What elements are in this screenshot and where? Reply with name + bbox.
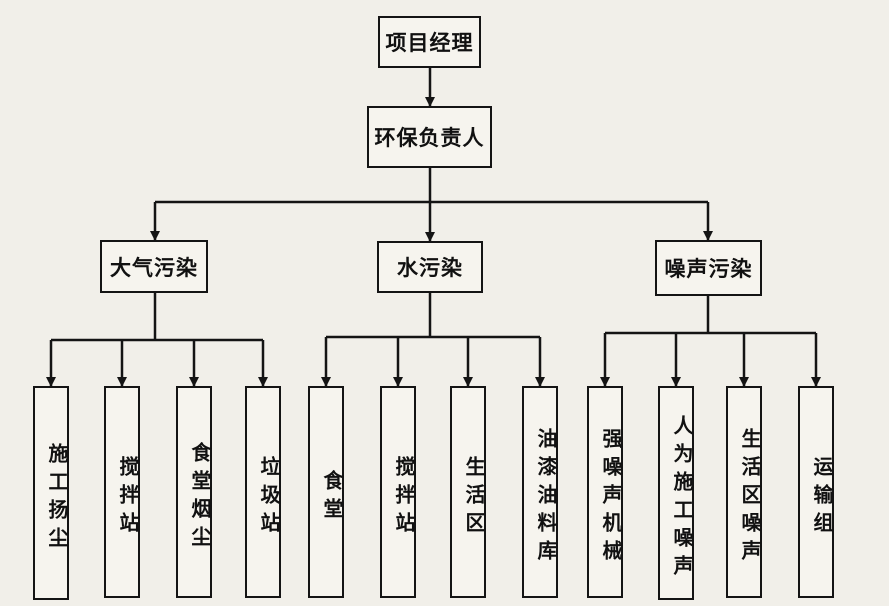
leaf-water-mixing-station: 搅拌站 [380,386,416,598]
node-environment-manager: 环保负责人 [367,106,492,168]
leaf-water-canteen: 食堂 [308,386,344,598]
leaf-noise-heavy-machinery: 强噪声机械 [587,386,623,598]
node-category-air: 大气污染 [100,240,208,293]
leaf-water-paint-oil-store: 油漆油料库 [522,386,558,598]
leaf-air-construction-dust: 施工扬尘 [33,386,69,600]
node-category-noise: 噪声污染 [655,240,762,296]
leaf-noise-human-construction: 人为施工噪声 [658,386,694,600]
leaf-air-canteen-smoke: 食堂烟尘 [176,386,212,598]
leaf-air-garbage-station: 垃圾站 [245,386,281,598]
leaf-noise-living-area: 生活区噪声 [726,386,762,598]
node-category-water: 水污染 [377,241,483,293]
node-project-manager: 项目经理 [378,16,481,68]
leaf-air-mixing-station: 搅拌站 [104,386,140,598]
leaf-water-living-area: 生活区 [450,386,486,598]
leaf-noise-transport-team: 运输组 [798,386,834,598]
